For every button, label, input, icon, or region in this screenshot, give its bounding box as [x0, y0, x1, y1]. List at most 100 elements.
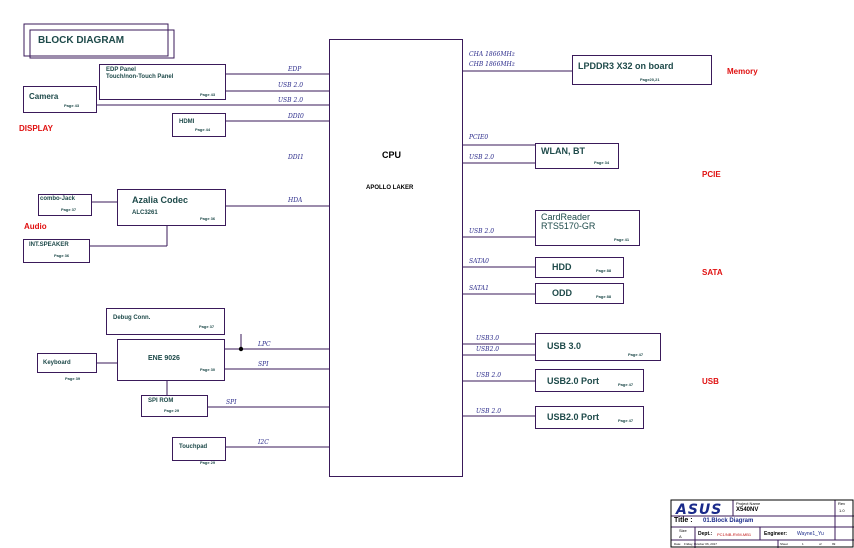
hdmi-page: Page 44 — [195, 127, 211, 132]
cpu-block: CPU APOLLO LAKER — [329, 39, 463, 477]
cardreader-block: CardReader RTS5170-GR Page 41 — [535, 210, 640, 246]
hdd-block: HDD Page 88 — [535, 257, 624, 278]
sheet-title: 01.Block Diagram — [703, 518, 754, 524]
wlan-page: Page 34 — [594, 160, 610, 165]
codec-sublabel: ALC3261 — [132, 210, 158, 216]
ene-9026-block: ENE 9026 Page 30 — [117, 339, 225, 381]
hdd-page: Page 88 — [596, 268, 612, 273]
signal-spi-ene: SPI — [258, 361, 269, 368]
project-name-label: Project Name — [736, 501, 761, 506]
usb3-label: USB 3.0 — [547, 341, 582, 351]
signal-usb-wlan: USB 2.0 — [469, 154, 495, 161]
speaker-label: INT.SPEAKER — [29, 242, 69, 248]
diagram-title: BLOCK DIAGRAM — [38, 35, 125, 46]
signal-usb20: USB2.0 — [476, 346, 500, 353]
camera-block: Camera Page 43 — [23, 86, 97, 113]
category-audio: Audio — [24, 222, 47, 231]
lpddr-page: Page20,21 — [640, 77, 660, 82]
dept-label: Dept.: — [698, 531, 713, 537]
debug-page: Page 37 — [199, 324, 215, 329]
asus-logo: ASUS — [675, 502, 721, 518]
keyboard-block: Keyboard — [37, 353, 97, 373]
signal-ddi0: DDI0 — [288, 113, 304, 120]
cardreader-label: CardReader — [541, 212, 591, 222]
category-pcie: PCIE — [702, 170, 721, 179]
hdmi-block: HDMI Page 44 — [172, 113, 226, 137]
edp-sublabel: Touch/non-Touch Panel — [106, 74, 174, 80]
junction-dot — [238, 346, 244, 352]
signal-usb-port1: USB 2.0 — [476, 372, 502, 379]
category-memory: Memory — [727, 67, 758, 76]
size-value: A — [679, 534, 682, 539]
odd-page: Page 88 — [596, 294, 612, 299]
date-value: Friday, October 06, 2017 — [684, 542, 717, 546]
int-speaker-block: INT.SPEAKER Page 36 — [23, 239, 90, 263]
signal-lpc: LPC — [258, 341, 271, 348]
sheet-label: Sheet — [780, 542, 788, 546]
signal-usb-camera-b: USB 2.0 — [278, 97, 304, 104]
edp-panel-block: EDP Panel Touch/non-Touch Panel Page 43 — [99, 64, 226, 100]
spirom-page: Page 29 — [164, 408, 180, 413]
signal-i2c: I2C — [258, 439, 269, 446]
category-sata: SATA — [702, 268, 723, 277]
rev-value: 1.0 — [839, 508, 845, 513]
signal-cha: CHA 1866MHz — [469, 51, 515, 58]
engineer-label: Engineer: — [764, 531, 788, 537]
azalia-codec-block: Azalia Codec ALC3261 Page 36 — [117, 189, 226, 226]
cardreader-sublabel: RTS5170-GR — [541, 221, 596, 231]
odd-label: ODD — [552, 288, 572, 298]
hdmi-label: HDMI — [179, 119, 195, 125]
debug-label: Debug Conn. — [113, 315, 151, 321]
usb2b-label: USB2.0 Port — [547, 412, 600, 422]
signal-pcie0: PCIE0 — [469, 134, 489, 141]
dept-value: PC1/NB-RVM-MB1 — [717, 532, 752, 537]
sheet-number: 1 — [802, 542, 804, 546]
signal-ddi1: DDI1 — [288, 154, 304, 161]
spirom-label: SPI ROM — [148, 398, 174, 404]
odd-block: ODD Page 88 — [535, 283, 624, 304]
usb2-port-2-block: USB2.0 Port Page 47 — [535, 406, 644, 429]
codec-page: Page 36 — [200, 216, 216, 221]
lpddr-label: LPDDR3 X32 on board — [578, 61, 674, 71]
usb2-port-1-block: USB2.0 Port Page 47 — [535, 369, 644, 392]
combo-label: combo-Jack — [40, 196, 76, 202]
engineer-value: Wayne1_Yu — [797, 531, 824, 537]
signal-usb-camera-a: USB 2.0 — [278, 82, 304, 89]
title-frame-outer — [23, 23, 169, 57]
signal-edp: EDP — [288, 66, 302, 73]
hdd-label: HDD — [552, 262, 572, 272]
cpu-label: CPU — [382, 150, 402, 160]
edp-label: EDP Panel — [106, 67, 136, 73]
usb2a-label: USB2.0 Port — [547, 376, 600, 386]
combo-jack-block: combo-Jack Page 37 — [38, 194, 92, 216]
camera-label: Camera — [29, 92, 59, 101]
touchpad-page: Page 29 — [200, 460, 216, 465]
camera-page: Page 43 — [64, 103, 80, 108]
wlan-bt-block: WLAN, BT Page 34 — [535, 143, 619, 169]
usb3-block: USB 3.0 Page 47 — [535, 333, 661, 361]
signal-spi-rom: SPI — [226, 399, 237, 406]
sheet-total: 99 — [832, 542, 836, 546]
ene-page: Page 30 — [200, 367, 216, 372]
date-label: Date: — [674, 542, 682, 546]
cardreader-page: Page 41 — [614, 237, 630, 242]
codec-label: Azalia Codec — [132, 195, 189, 205]
signal-hda: HDA — [288, 197, 303, 204]
cpu-name: APOLLO LAKER — [366, 185, 414, 191]
debug-conn-block: Debug Conn. Page 37 — [106, 308, 225, 335]
title-frame-inner — [29, 29, 175, 59]
combo-page: Page 37 — [61, 207, 77, 212]
spi-rom-block: SPI ROM Page 29 — [141, 395, 208, 417]
usb2b-page: Page 47 — [618, 418, 634, 423]
ene-label: ENE 9026 — [148, 355, 180, 362]
title-label: Title : — [674, 517, 693, 524]
category-display: DISPLAY — [19, 124, 53, 133]
keyboard-label: Keyboard — [43, 360, 71, 366]
usb2a-page: Page 47 — [618, 382, 634, 387]
size-label: Size — [679, 528, 687, 533]
touchpad-label: Touchpad — [179, 444, 208, 450]
signal-usb-port2: USB 2.0 — [476, 408, 502, 415]
signal-usb-cardreader: USB 2.0 — [469, 228, 495, 235]
category-usb: USB — [702, 377, 719, 386]
